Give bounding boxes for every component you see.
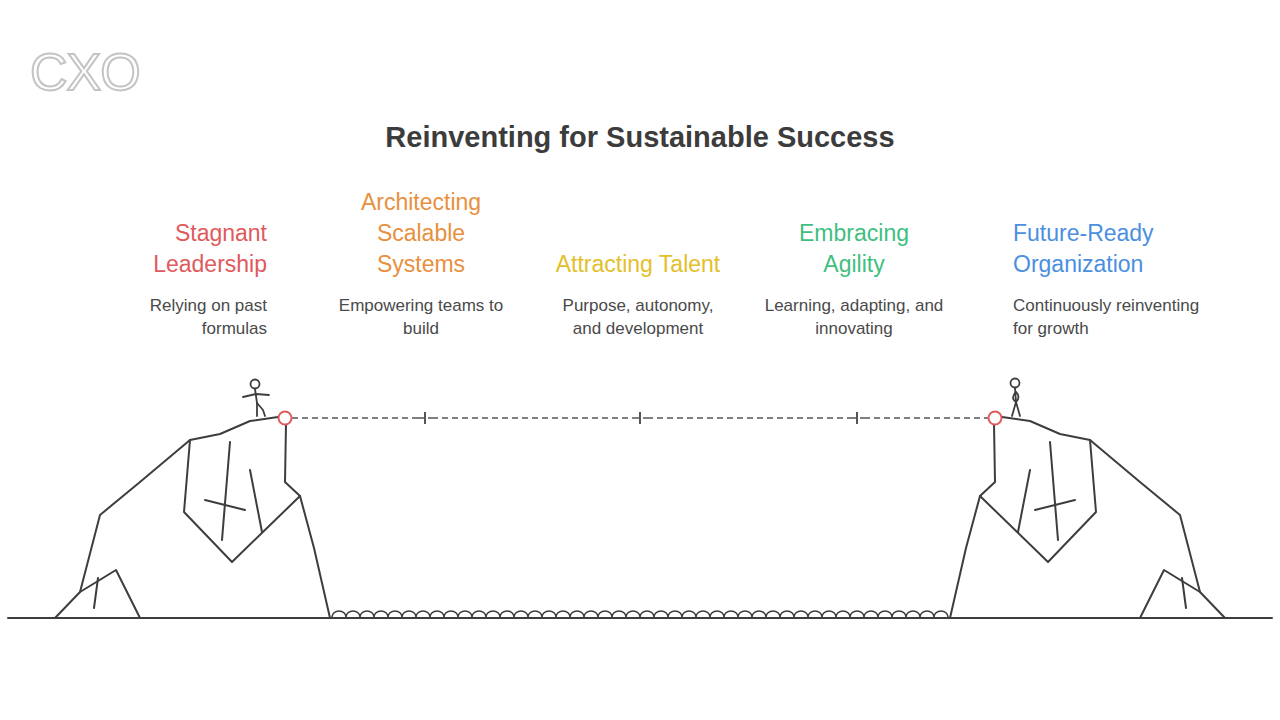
stage-description: Learning, adapting, and innovating xyxy=(764,294,944,340)
timeline-milestone: Attracting TalentPurpose, autonomy, and … xyxy=(633,411,647,425)
dashed-timeline xyxy=(292,417,418,419)
dashed-timeline xyxy=(647,417,850,419)
stage-heading: Future-Ready Organization xyxy=(1013,218,1188,280)
stage-heading: Embracing Agility xyxy=(769,218,939,280)
diagram-title: Reinventing for Sustainable Success xyxy=(0,118,1280,156)
stage-description: Purpose, autonomy, and development xyxy=(548,294,728,340)
milestone-tick xyxy=(633,411,647,425)
stage-description: Empowering teams to build xyxy=(331,294,511,340)
left-stick-figure xyxy=(243,380,269,417)
brand-watermark: CXO xyxy=(30,46,140,98)
timeline-milestone: Embracing AgilityLearning, adapting, and… xyxy=(850,411,864,425)
milestone-tick xyxy=(850,411,864,425)
timeline-milestone: Stagnant LeadershipRelying on past formu… xyxy=(278,411,292,425)
tick-line xyxy=(856,412,858,424)
stage-heading: Attracting Talent xyxy=(553,249,723,280)
milestone-circle xyxy=(278,411,292,425)
stage-heading: Stagnant Leadership xyxy=(97,218,267,280)
water-waves xyxy=(332,611,948,617)
milestone-ring xyxy=(989,412,1002,425)
right-cliff xyxy=(950,417,1225,618)
ground-line xyxy=(8,617,1272,619)
stage-heading: Architecting Scalable Systems xyxy=(336,187,506,280)
tick-line xyxy=(639,412,641,424)
stage-description: Continuously reinventing for growth xyxy=(1013,294,1209,340)
timeline-milestone: Architecting Scalable SystemsEmpowering … xyxy=(418,411,432,425)
milestone-ring xyxy=(279,412,292,425)
tick-line xyxy=(424,412,426,424)
stage-description: Relying on past formulas xyxy=(92,294,267,340)
milestone-tick xyxy=(418,411,432,425)
milestone-circle xyxy=(988,411,1002,425)
left-cliff xyxy=(55,417,330,618)
timeline-milestone: Future-Ready OrganizationContinuously re… xyxy=(988,411,1002,425)
dashed-timeline xyxy=(864,417,988,419)
dashed-timeline xyxy=(432,417,633,419)
right-stick-figure xyxy=(1011,379,1021,417)
